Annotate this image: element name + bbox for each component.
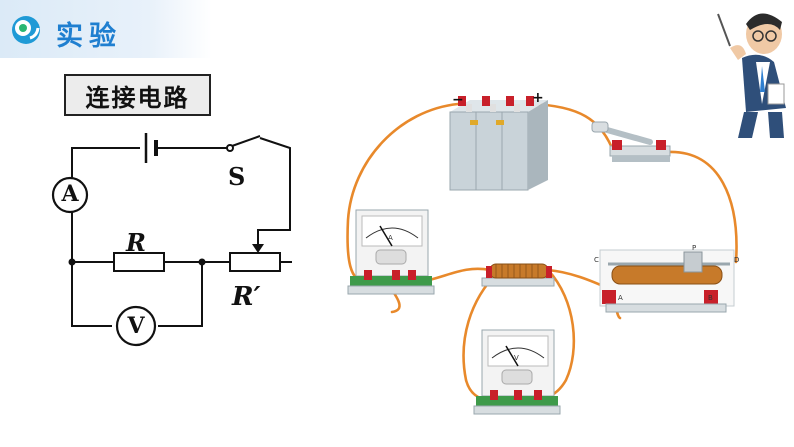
voltmeter-symbol bbox=[115, 305, 157, 347]
section-title: 实验 bbox=[56, 21, 122, 52]
voltmeter-letter: V bbox=[127, 313, 145, 339]
knife-switch bbox=[591, 121, 671, 162]
rheostat-label-p: P bbox=[692, 244, 696, 252]
rheostat-label-a: A bbox=[618, 294, 623, 302]
logo-icon bbox=[12, 16, 40, 44]
rheostat-label-c: C bbox=[594, 256, 599, 264]
battery-minus-label: − bbox=[452, 92, 464, 108]
ammeter-device bbox=[347, 209, 435, 295]
ammeter-letter: A bbox=[61, 181, 79, 207]
fixed-resistor-device bbox=[481, 263, 555, 287]
battery-plus-label: + bbox=[532, 90, 544, 106]
voltmeter-dial-letter: V bbox=[514, 354, 519, 362]
battery-pack bbox=[449, 96, 548, 191]
rheostat-label-d: D bbox=[734, 256, 739, 264]
rheostat-device bbox=[599, 249, 735, 313]
junction-dot bbox=[198, 258, 206, 266]
voltmeter-device bbox=[473, 329, 561, 415]
rheostat-label: R′ bbox=[232, 282, 261, 312]
teacher-illustration bbox=[717, 13, 786, 138]
junction-dot bbox=[68, 258, 76, 266]
task-title-box: 连接电路 bbox=[64, 74, 211, 116]
ammeter-dial-letter: A bbox=[388, 234, 393, 242]
switch-label: S bbox=[228, 162, 246, 191]
rheostat-label-b: B bbox=[708, 294, 713, 302]
resistor-label: R bbox=[126, 228, 146, 257]
ammeter-symbol bbox=[51, 176, 89, 214]
task-title: 连接电路 bbox=[85, 83, 190, 112]
rheostat-slider-arrow bbox=[252, 244, 264, 253]
